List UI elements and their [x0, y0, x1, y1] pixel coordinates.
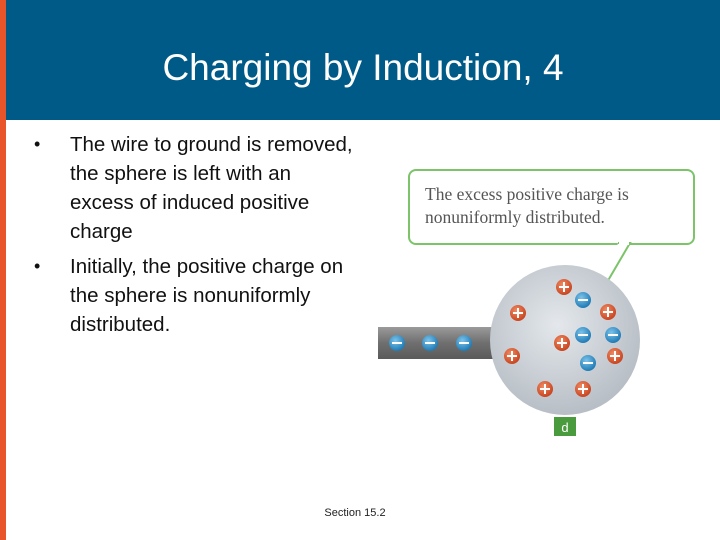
- negative-charge-icon: [605, 327, 621, 343]
- positive-charge-icon: [556, 279, 572, 295]
- title-band: Charging by Induction, 4: [6, 0, 720, 120]
- callout-pointer: [605, 242, 632, 285]
- induction-diagram: The excess positive charge is nonuniform…: [378, 169, 695, 436]
- negative-charge-icon: [575, 327, 591, 343]
- positive-charge-icon: [607, 348, 623, 364]
- positive-charge-icon: [554, 335, 570, 351]
- negative-charge-icon: [575, 292, 591, 308]
- positive-charge-icon: [504, 348, 520, 364]
- panel-label: d: [554, 417, 576, 436]
- conducting-sphere: [490, 265, 640, 415]
- negative-charge-icon: [580, 355, 596, 371]
- bullet-list: The wire to ground is removed, the spher…: [30, 130, 360, 345]
- positive-charge-icon: [575, 381, 591, 397]
- negative-charge-icon: [422, 335, 438, 351]
- callout-text-line2: nonuniformly distributed.: [425, 207, 605, 227]
- callout-box: [408, 169, 695, 245]
- positive-charge-icon: [537, 381, 553, 397]
- positive-charge-icon: [600, 304, 616, 320]
- slide-title: Charging by Induction, 4: [162, 47, 564, 88]
- bullet-item: The wire to ground is removed, the spher…: [30, 130, 360, 246]
- left-accent-bar: [0, 0, 6, 540]
- induction-figure: The excess positive charge is nonuniform…: [370, 160, 710, 450]
- negative-charge-icon: [456, 335, 472, 351]
- negative-charge-icon: [389, 335, 405, 351]
- callout-text-line1: The excess positive charge is: [425, 184, 629, 204]
- panel-label-box: [554, 417, 576, 436]
- slide-footer: Section 15.2: [324, 507, 386, 519]
- positive-charge-icon: [510, 305, 526, 321]
- charged-rod: [378, 327, 494, 359]
- callout: The excess positive charge is nonuniform…: [408, 169, 695, 285]
- panel-label-text: d: [561, 420, 568, 435]
- bullet-item: Initially, the positive charge on the sp…: [30, 252, 360, 339]
